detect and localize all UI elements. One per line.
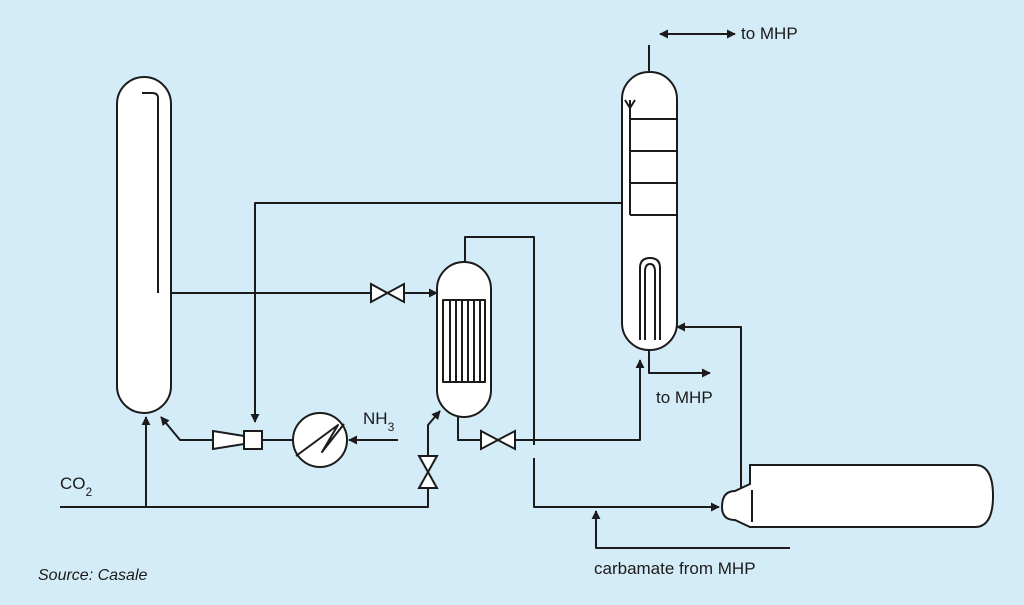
stripper bbox=[436, 261, 492, 418]
co2-label-main: CO bbox=[60, 474, 86, 493]
nh3-label-sub: 3 bbox=[388, 420, 395, 434]
source-caption: Source: Casale bbox=[38, 567, 147, 584]
reactor-outlet-line bbox=[157, 95, 370, 294]
co2-to-stripper-line bbox=[427, 410, 441, 456]
carbamate-label: carbamate from MHP bbox=[594, 559, 756, 578]
co2-label-sub: 2 bbox=[86, 485, 93, 499]
carbamate-condenser bbox=[720, 464, 995, 528]
stripper-bottom-line bbox=[457, 360, 640, 441]
valve-reactor-outlet bbox=[370, 282, 405, 304]
co2-feed-line bbox=[60, 480, 429, 508]
urea-reactor bbox=[116, 76, 172, 414]
valve-stripper-bottom bbox=[480, 429, 516, 451]
scrubber-return-line bbox=[250, 202, 630, 423]
ammonia-ejector bbox=[212, 429, 263, 451]
condenser-vapor-line bbox=[676, 322, 742, 490]
scrubber-bottom-to-mhp-line bbox=[648, 349, 711, 378]
co2-label: CO2 bbox=[60, 474, 93, 499]
carbamate-feed-line bbox=[591, 510, 790, 549]
valve-co2-stripper bbox=[417, 455, 439, 489]
stripper-top-outlet-line bbox=[464, 236, 719, 507]
to-mhp-bottom-label: to MHP bbox=[656, 388, 713, 407]
ejector-to-reactor-line bbox=[160, 416, 213, 441]
nh3-label-main: NH bbox=[363, 409, 388, 428]
nh3-heater bbox=[292, 412, 348, 468]
nh3-label: NH3 bbox=[363, 409, 395, 434]
to-mhp-top-label: to MHP bbox=[741, 24, 798, 43]
scrubber bbox=[621, 71, 678, 351]
